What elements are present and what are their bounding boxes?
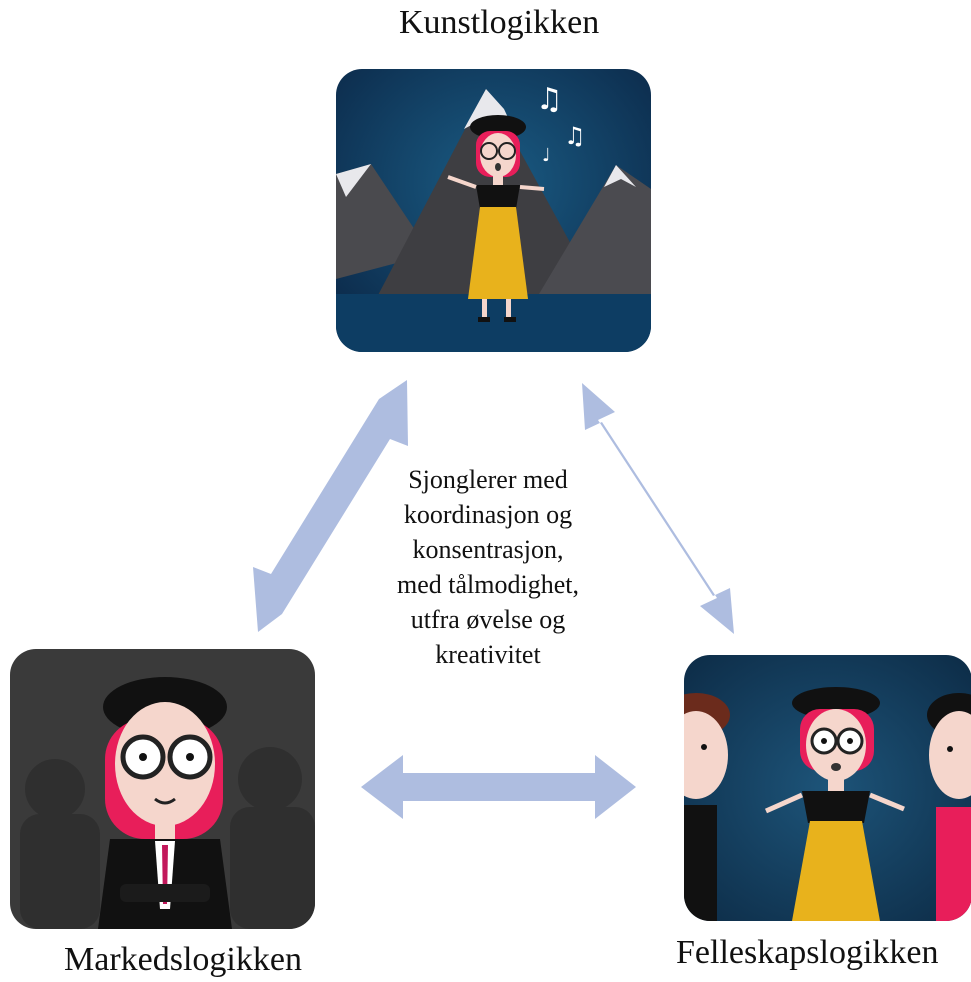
singer-figure-right [764,687,905,921]
node-label-left: Markedslogikken [64,941,302,978]
tile-felleskap [684,655,971,921]
node-label-top: Kunstlogikken [399,4,600,41]
arrow-top-right [582,383,734,634]
center-description: Sjonglerer med koordinasjon og konsentra… [340,462,636,672]
center-line: kreativitet [435,640,541,669]
tile-kunst: ♫ ♫ ♩ [336,69,651,352]
person-left [684,693,730,921]
businesswoman-figure [98,677,232,929]
center-line: utfra øvelse og [410,605,566,634]
svg-text:♫: ♫ [536,82,563,117]
svg-text:♫: ♫ [564,122,586,150]
music-notes-icon: ♫ ♫ ♩ [536,82,586,166]
audience-silhouettes [20,747,315,929]
arrow-left-right [361,755,636,819]
center-line: konsentrasjon, [412,535,564,564]
node-label-right: Felleskapslogikken [676,934,939,971]
center-line: med tålmodighet, [397,570,579,599]
center-line: Sjonglerer med [408,465,568,494]
center-line: koordinasjon og [403,500,573,529]
tile-marked [10,649,315,929]
singer-figure [447,115,545,322]
svg-text:♩: ♩ [542,145,551,166]
arrow-top-left [253,380,408,632]
person-right [927,693,971,921]
